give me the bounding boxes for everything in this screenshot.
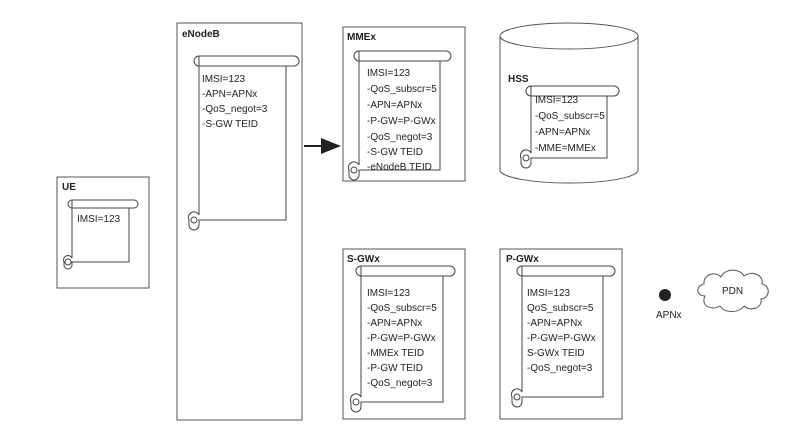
pgw-line: IMSI=123 [527,288,571,299]
hss-cylinder-top [499,22,639,50]
sgw-node: S-GWx IMSI=123 -QoS_subscr=5 -APN=APNx -… [342,248,466,420]
sgw-line: -APN=APNx [367,318,422,329]
mme-scroll-icon [347,50,452,181]
hss-line: -APN=APNx [535,127,590,138]
pgw-line: QoS_subscr=5 [527,303,594,314]
sgw-line: -P-GW TEID [367,363,423,374]
hss-line: -MME=MMEx [535,143,596,154]
mme-line: -APN=APNx [367,100,422,111]
enodeb-node: eNodeB IMSI=123 -APN=APNx -QoS_negot=3 -… [176,22,303,421]
mme-line: -P-GW=P-GWx [367,116,436,127]
enodeb-line: IMSI=123 [202,74,246,85]
enodeb-label: eNodeB [182,29,220,40]
ue-scroll-icon [63,199,139,270]
hss-label: HSS [508,74,529,85]
pgw-line: -APN=APNx [527,318,582,329]
sgw-line: -P-GW=P-GWx [367,333,436,344]
pdn-cloud: PDN [697,269,769,313]
mme-label: MMEx [347,32,376,43]
hss-line: IMSI=123 [535,95,579,106]
hss-node: HSS IMSI=123 -QoS_subscr=5 -APN=APNx -MM… [499,22,639,184]
hss-line: -QoS_subscr=5 [535,111,605,122]
ue-line: IMSI=123 [77,214,121,225]
sgw-scroll-icon [349,265,456,413]
enodeb-line: -S-GW TEID [202,119,258,130]
pgw-node: P-GWx IMSI=123 QoS_subscr=5 -APN=APNx -P… [499,248,623,420]
pgw-label: P-GWx [506,254,539,265]
mme-line: -QoS_negot=3 [367,132,433,143]
ue-label: UE [62,182,76,193]
pgw-scroll-icon [510,265,616,408]
mme-line: -S-GW TEID [367,147,423,158]
pdn-cloud-icon [697,269,769,313]
hss-scroll-icon [519,85,620,169]
enodeb-scroll-icon [187,55,300,231]
sgw-line: -MMEx TEID [367,348,424,359]
ue-node: UE IMSI=123 [56,176,150,289]
apn-point [659,289,671,301]
sgw-label: S-GWx [347,254,380,265]
mme-node: MMEx IMSI=123 -QoS_subscr=5 -APN=APNx -P… [342,26,466,182]
mme-line: -QoS_subscr=5 [367,84,437,95]
pdn-label: PDN [722,286,743,297]
mme-line: IMSI=123 [367,68,411,79]
sgw-line: -QoS_subscr=5 [367,303,437,314]
pgw-line: -QoS_negot=3 [527,363,593,374]
mme-line: -eNodeB TEID [367,162,432,173]
pgw-line: -P-GW=P-GWx [527,333,596,344]
enodeb-line: -APN=APNx [202,89,257,100]
apn-label: APNx [656,310,682,321]
sgw-line: -QoS_negot=3 [367,378,433,389]
sgw-line: IMSI=123 [367,288,411,299]
pgw-line: S-GWx TEID [527,348,585,359]
enodeb-line: -QoS_negot=3 [202,104,268,115]
